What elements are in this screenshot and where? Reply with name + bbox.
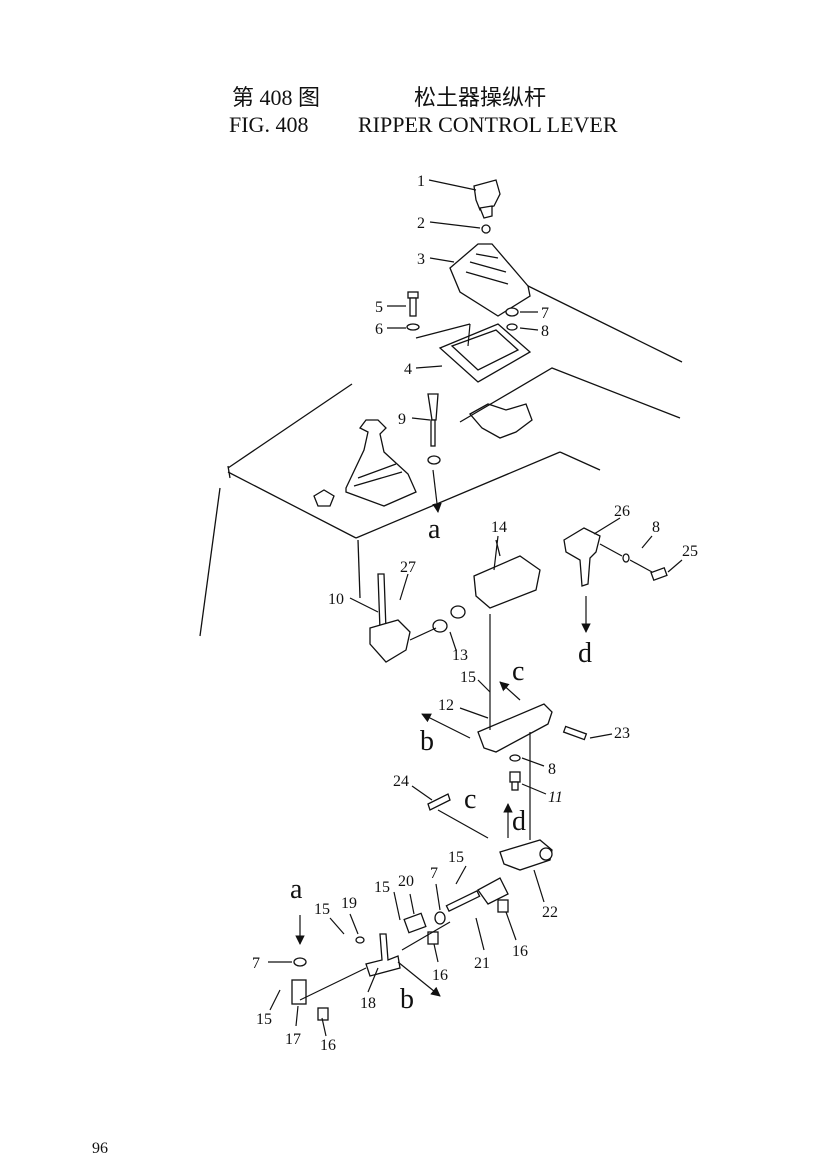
callout-17: 17 (285, 1031, 301, 1048)
callout-5: 5 (375, 299, 383, 316)
lever-head (563, 527, 601, 587)
link-c-mid: c (464, 784, 476, 815)
page-number: 96 (92, 1140, 108, 1157)
callout-7c: 7 (252, 955, 260, 972)
washer (406, 323, 420, 331)
callout-3: 3 (417, 251, 425, 268)
callout-18: 18 (360, 995, 376, 1012)
shaft-lever (499, 839, 553, 871)
callout-19: 19 (341, 895, 357, 912)
callout-15b: 15 (448, 849, 464, 866)
callout-23: 23 (614, 725, 630, 742)
callout-labels: 1 2 3 4 5 6 7 8 9 10 27 13 14 26 8 25 15… (252, 173, 698, 1054)
pin (562, 725, 588, 741)
link-a-bottom: a (290, 874, 303, 905)
callout-1: 1 (417, 173, 425, 190)
callout-24: 24 (393, 773, 409, 790)
callout-25: 25 (682, 543, 698, 560)
callout-16c: 16 (320, 1037, 336, 1054)
console-outline (199, 281, 683, 637)
washer (622, 553, 630, 563)
nut (505, 307, 519, 317)
washer (355, 936, 365, 944)
callout-15c: 15 (374, 879, 390, 896)
callout-13: 13 (452, 647, 468, 664)
guide-lines (295, 323, 653, 1001)
callout-8a: 8 (541, 323, 549, 340)
washer (506, 323, 518, 331)
callout-16a: 16 (512, 943, 528, 960)
rubber-boot (449, 243, 531, 317)
figure-number-en: FIG. 408 (229, 112, 309, 137)
bolt (509, 771, 521, 791)
lever-knob (473, 179, 501, 219)
callout-2: 2 (417, 215, 425, 232)
callout-8c: 8 (548, 761, 556, 778)
callout-6: 6 (375, 321, 383, 338)
callout-20: 20 (398, 873, 414, 890)
callout-15a: 15 (460, 669, 476, 686)
callout-9: 9 (398, 411, 406, 428)
figure-title-en: RIPPER CONTROL LEVER (358, 112, 618, 137)
dozer-lever-boot (313, 419, 417, 507)
leader-lines (268, 179, 683, 1037)
lever-bracket (473, 539, 541, 609)
connection-letters: a d c b c d a b (290, 514, 592, 1015)
link-b-bottom: b (400, 984, 414, 1015)
callout-12: 12 (438, 697, 454, 714)
link-b-mid: b (420, 726, 434, 757)
washer (509, 754, 521, 762)
callout-4: 4 (404, 361, 412, 378)
rod-end (445, 877, 509, 913)
link-c-top: c (512, 656, 524, 687)
callout-27: 27 (400, 559, 416, 576)
callout-15e: 15 (256, 1011, 272, 1028)
callout-26: 26 (614, 503, 630, 520)
gasket-outline (468, 403, 533, 439)
link-a-top: a (428, 514, 441, 545)
callout-7a: 7 (541, 305, 549, 322)
clevis (403, 912, 427, 934)
clevis (291, 979, 307, 1005)
nut (293, 911, 446, 967)
callout-15d: 15 (314, 901, 330, 918)
lever-plate (477, 703, 553, 753)
callout-16b: 16 (432, 967, 448, 984)
link-d-mid: d (512, 806, 526, 837)
lever (365, 933, 401, 977)
callout-10: 10 (328, 591, 344, 608)
ripper-lever (369, 573, 411, 663)
callout-14: 14 (491, 519, 507, 536)
figure-number-cn: 第 408 图 (232, 85, 321, 110)
callout-21: 21 (474, 955, 490, 972)
nut (481, 224, 491, 234)
cover-plate (438, 323, 532, 383)
bushing (432, 605, 466, 633)
spring (427, 793, 451, 811)
callout-22: 22 (542, 904, 558, 921)
callout-7b: 7 (430, 865, 438, 882)
lever-rod (427, 393, 441, 465)
callout-11: 11 (548, 789, 563, 806)
bolt (407, 291, 419, 317)
link-d-top: d (578, 638, 592, 669)
figure-title-cn: 松土器操纵杆 (414, 85, 547, 110)
bolt (650, 567, 668, 581)
callout-8b: 8 (652, 519, 660, 536)
